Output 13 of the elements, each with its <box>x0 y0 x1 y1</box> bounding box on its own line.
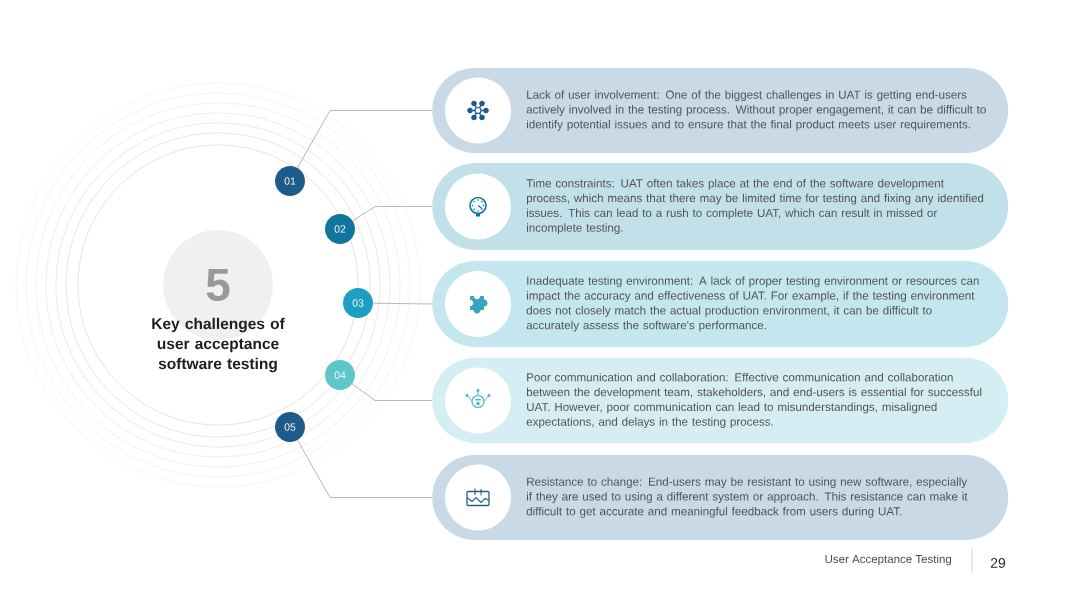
number-badge: 04 <box>325 360 355 390</box>
challenge-card: Time constraints: UAT often takes place at the end of the software development process, which means that there may be limited time for testing and fixing any identified issues. This can lead to a rush to complete UAT, which can result in missed or incomplete testing. <box>432 163 1009 250</box>
footer-title: User Acceptance Testing <box>825 554 952 566</box>
challenge-card: Lack of user involvement: One of the biggest challenges in UAT is getting end-users actively involved in the testing process. Without proper engagement, it can be difficult to identify potential issues and to ensure that the final product meets user requirements. <box>432 68 1009 153</box>
title: Key challenges of user acceptance software testing <box>152 317 285 373</box>
challenge-card: Resistance to change: End-users may be resistant to using new software, especially if they are used to using a different system or approach. This resistance can make it difficult to get accurate and meaningful feedback from users during UAT. <box>432 455 1009 540</box>
number-badge: 05 <box>275 412 305 442</box>
page-number: 29 <box>990 558 1006 568</box>
challenge-card: Inadequate testing environment: A lack of proper testing environment or resources can impact the accuracy and effectiveness of UAT. For example, if the testing environment does not closely match the actual production environment, it can be difficult to accurately assess the software's performance. <box>432 261 1009 347</box>
number-badge: 01 <box>275 166 305 196</box>
challenge-card: Poor communication and collaboration: Effective communication and collaboration between the development team, stakeholders, and end-users is essential for successful UAT. However, poor communication can lead to misunderstandings, misaligned expectations, and delays in the testing process. <box>432 358 1009 443</box>
number-badge: 02 <box>325 214 355 244</box>
number-badge: 03 <box>343 288 373 318</box>
